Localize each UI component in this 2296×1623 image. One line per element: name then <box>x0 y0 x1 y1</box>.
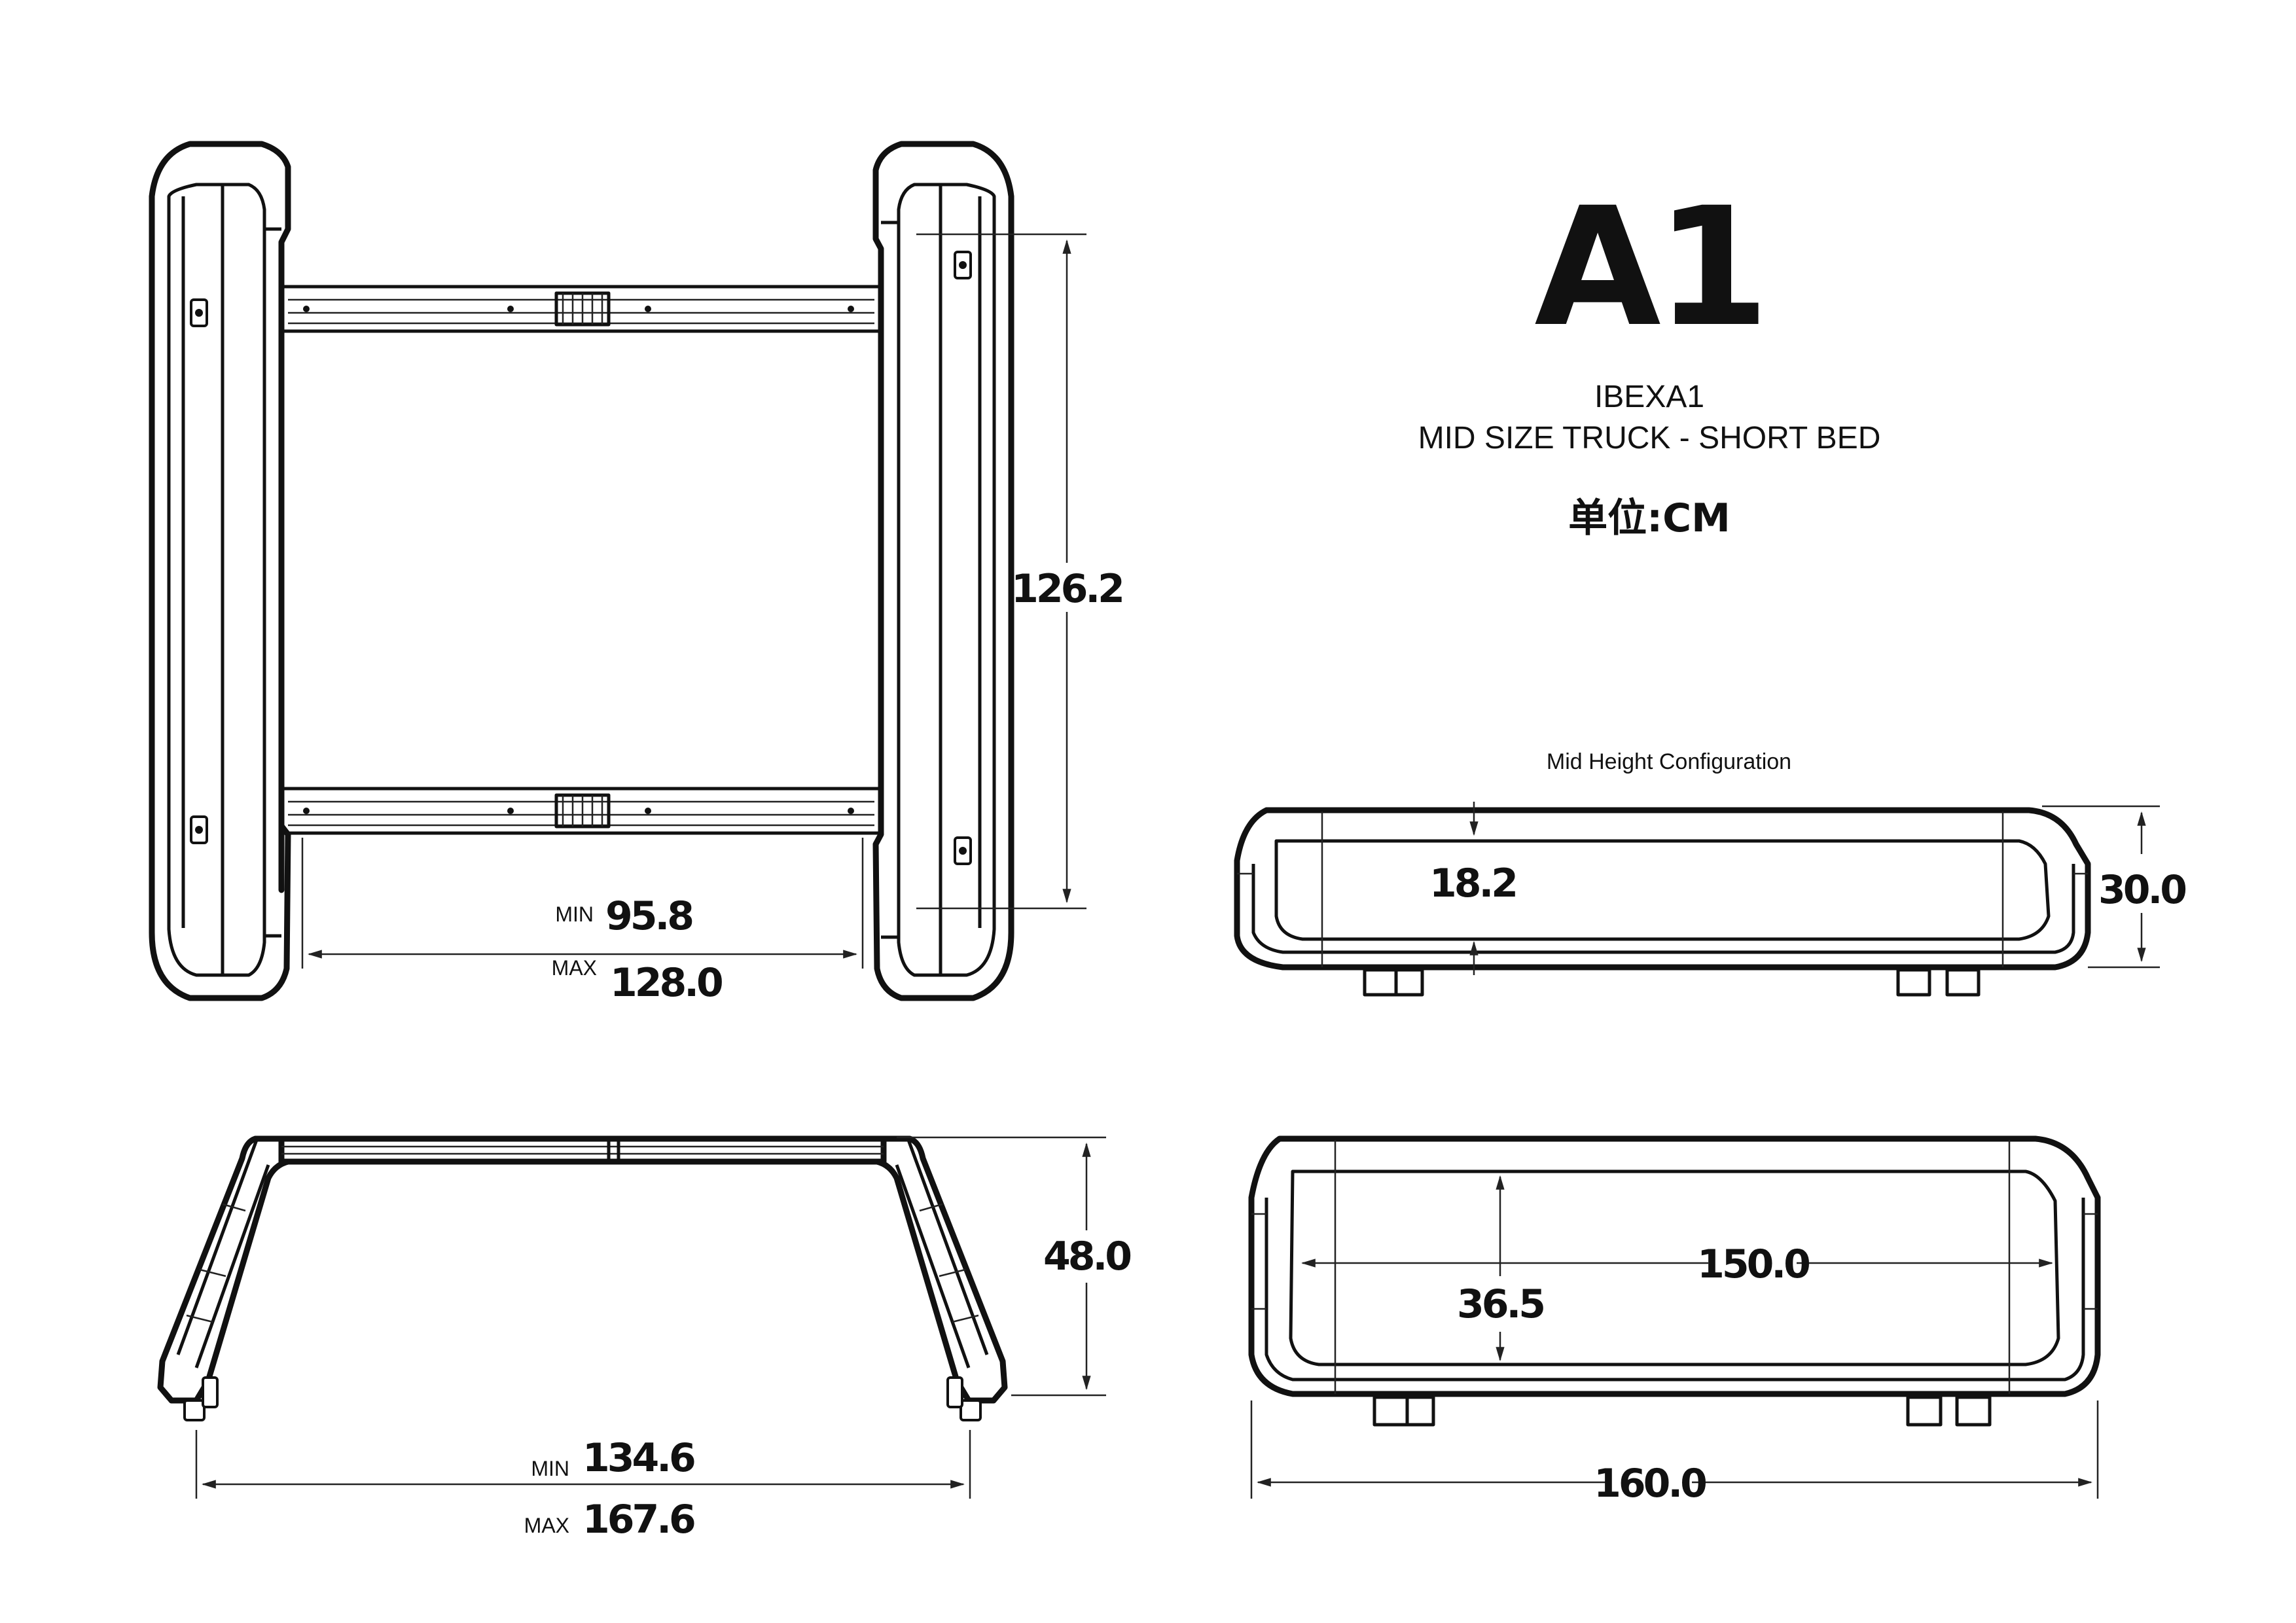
side-view-full-height: 150.0 36.5 160.0 <box>1248 1135 2101 1507</box>
max-width-value: 128.0 <box>610 960 722 1006</box>
vehicle-type: MID SIZE TRUCK - SHORT BED <box>1418 421 1881 455</box>
crossbar-width-dimension: MIN 95.8 MAX 128.0 <box>301 838 864 1006</box>
full-inner-length-value: 150.0 <box>1697 1241 1809 1287</box>
model-code: IBEXA1 <box>1594 380 1704 414</box>
front-width-dimension: MIN 134.6 MAX 167.6 <box>195 1430 971 1543</box>
full-inner-length-dimension: 150.0 <box>1300 1241 2054 1287</box>
front-min-width-value: 134.6 <box>583 1435 694 1481</box>
title-block: A1 IBEXA1 MID SIZE TRUCK - SHORT BED 单位:… <box>1418 172 1881 541</box>
full-inner-height-value: 36.5 <box>1457 1281 1543 1327</box>
left-side-rail <box>149 141 291 1001</box>
config-label: Mid Height Configuration <box>1547 749 1791 774</box>
front-view: 48.0 MIN 134.6 MAX 167.6 <box>157 1135 1133 1543</box>
model-title: A1 <box>1534 172 1764 363</box>
front-max-width-value: 167.6 <box>583 1497 694 1543</box>
front-max-label: MAX <box>524 1514 569 1537</box>
front-height-dimension: 48.0 <box>897 1136 1133 1397</box>
mid-inner-height-dimension: 18.2 <box>1429 802 1518 975</box>
bottom-crossbar <box>279 787 883 835</box>
right-side-rail <box>872 141 1014 1001</box>
top-view: 126.2 MIN 95.8 MAX 128.0 <box>149 141 1125 1006</box>
full-rack-outline <box>1248 1135 2101 1427</box>
depth-value: 126.2 <box>1011 566 1122 612</box>
min-label: MIN <box>555 902 594 926</box>
mid-rack-outline <box>1234 807 2091 997</box>
full-length-value: 160.0 <box>1594 1461 1706 1507</box>
mid-height-value: 30.0 <box>2098 867 2185 913</box>
front-rack-frame <box>157 1135 1008 1421</box>
front-height-value: 48.0 <box>1043 1234 1130 1279</box>
side-view-mid-height: Mid Height Configuration 18.2 30.0 <box>1234 749 2188 997</box>
max-label: MAX <box>552 956 597 980</box>
min-width-value: 95.8 <box>605 893 692 939</box>
full-length-dimension: 160.0 <box>1250 1400 2099 1507</box>
mid-inner-height-value: 18.2 <box>1429 861 1516 906</box>
front-min-label: MIN <box>531 1457 569 1480</box>
top-crossbar <box>279 285 883 333</box>
unit-label: 单位:CM <box>1568 495 1731 541</box>
full-inner-height-dimension: 36.5 <box>1457 1175 1546 1362</box>
depth-dimension: 126.2 <box>916 233 1125 910</box>
mid-height-dimension: 30.0 <box>2042 805 2188 969</box>
